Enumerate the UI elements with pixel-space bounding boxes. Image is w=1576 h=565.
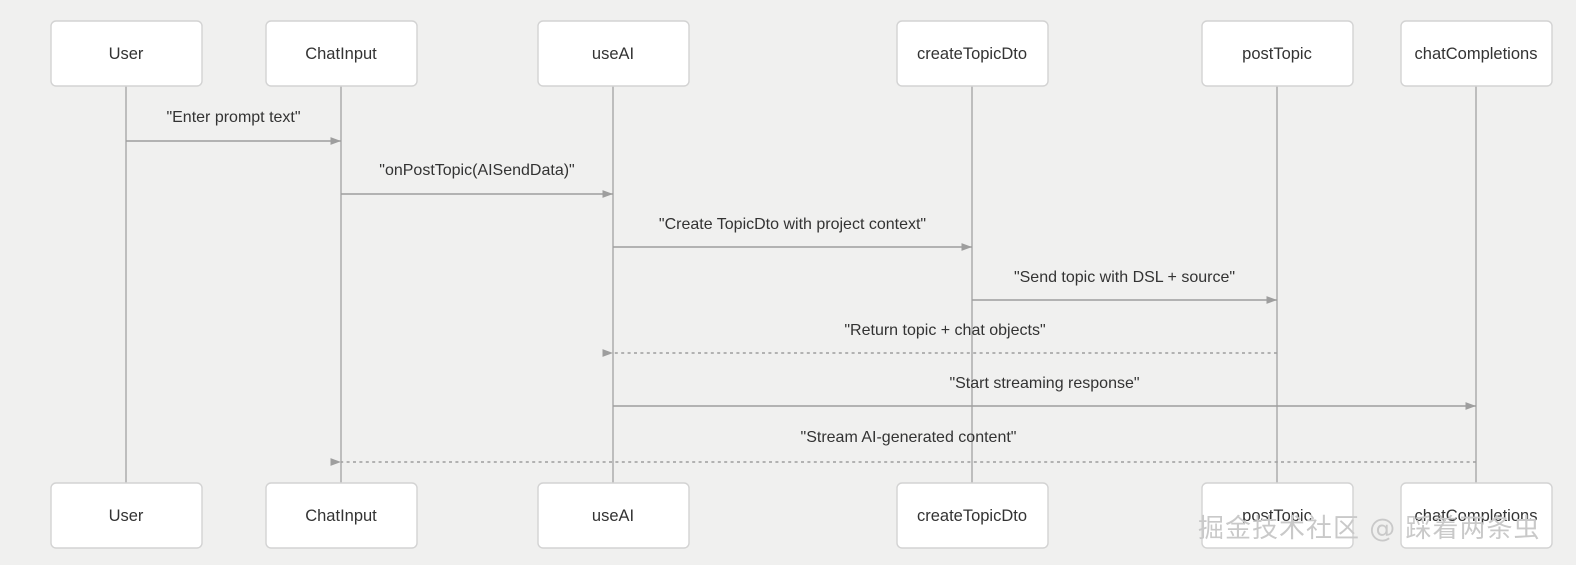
participant-box (50, 482, 203, 549)
participant-label: postTopic (1242, 45, 1312, 63)
lifelines-group (125, 86, 1477, 483)
participant-label: useAI (592, 45, 634, 63)
message-4: "Send topic with DSL + source" (972, 269, 1277, 304)
participant-label: User (109, 45, 144, 63)
participant-createtopicdto-top[interactable]: createTopicDto (896, 20, 1049, 87)
message-label: "Create TopicDto with project context" (659, 216, 926, 233)
top-participant-boxes: User ChatInput useAI createTopicDto postTopi… (50, 20, 1553, 87)
message-1: "Enter prompt text" (126, 109, 341, 145)
participant-label: createTopicDto (917, 45, 1027, 63)
bottom-participant-boxes: User ChatInput useAI createTopicDto postTopi… (50, 482, 1553, 549)
participant-posttopic-bottom[interactable]: postTopic (1201, 482, 1354, 549)
participant-label: chatCompletions (1415, 45, 1538, 63)
participant-chatcompletions-bottom[interactable]: chatCompletions (1400, 482, 1553, 549)
participant-label: createTopicDto (917, 507, 1027, 525)
participant-chatinput-top[interactable]: ChatInput (265, 20, 418, 87)
participant-box (896, 482, 1049, 549)
participant-box (1201, 482, 1354, 549)
message-3: "Create TopicDto with project context" (613, 216, 972, 251)
participant-label: ChatInput (305, 45, 377, 63)
participant-box (265, 20, 418, 87)
message-label: "Send topic with DSL + source" (1014, 269, 1235, 286)
participant-useai-bottom[interactable]: useAI (537, 482, 690, 549)
message-label: "Return topic + chat objects" (844, 322, 1045, 339)
participant-label: chatCompletions (1415, 507, 1538, 525)
message-label: "Start streaming response" (949, 375, 1139, 392)
message-label: "Stream AI-generated content" (801, 429, 1017, 446)
messages-group: "Enter prompt text" "onPostTopic(AISendDa… (126, 109, 1476, 466)
participant-box (896, 20, 1049, 87)
message-label: "onPostTopic(AISendData)" (379, 162, 574, 179)
message-5: "Return topic + chat objects" (602, 322, 1277, 357)
participant-box (265, 482, 418, 549)
participant-box (1400, 482, 1553, 549)
participant-box (1201, 20, 1354, 87)
participant-box (537, 20, 690, 87)
participant-user-bottom[interactable]: User (50, 482, 203, 549)
participant-box (537, 482, 690, 549)
participant-label: ChatInput (305, 507, 377, 525)
participant-box (1400, 20, 1553, 87)
participant-label: postTopic (1242, 507, 1312, 525)
message-7: "Stream AI-generated content" (330, 429, 1476, 466)
participant-chatinput-bottom[interactable]: ChatInput (265, 482, 418, 549)
message-6: "Start streaming response" (613, 375, 1476, 410)
participant-label: User (109, 507, 144, 525)
message-2: "onPostTopic(AISendData)" (341, 162, 613, 198)
participant-user-top[interactable]: User (50, 20, 203, 87)
message-label: "Enter prompt text" (166, 109, 300, 126)
participant-posttopic-top[interactable]: postTopic (1201, 20, 1354, 87)
participant-useai-top[interactable]: useAI (537, 20, 690, 87)
participant-box (50, 20, 203, 87)
participant-label: useAI (592, 507, 634, 525)
participant-createtopicdto-bottom[interactable]: createTopicDto (896, 482, 1049, 549)
participant-chatcompletions-top[interactable]: chatCompletions (1400, 20, 1553, 87)
